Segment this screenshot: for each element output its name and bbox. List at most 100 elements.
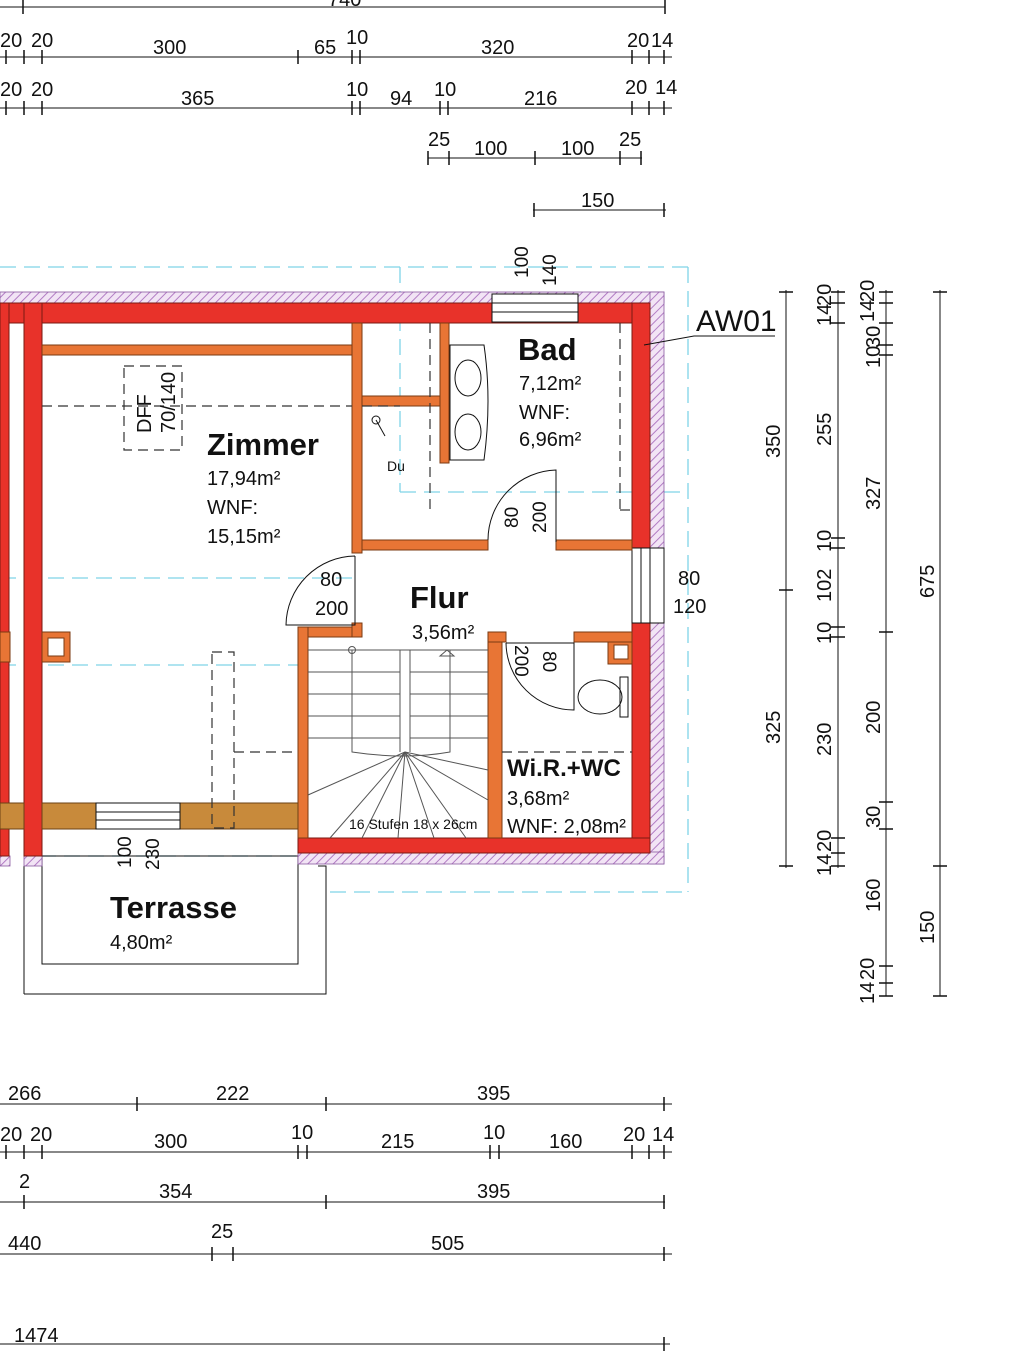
toilet-icon [577,679,623,715]
room-bad: Bad 7,12m² WNF: 6,96m² [518,332,582,451]
dim-label: 160 [863,879,885,912]
dim-label: 25 [619,129,641,151]
dff-size: 70/140 [158,372,180,433]
window-dim: 100 [512,246,533,278]
room-wnf-label: WNF: [519,402,570,424]
sink-icon [454,413,482,451]
dim-label: 20 [627,30,649,52]
dim-label: 150 [581,190,614,212]
room-area: 3,68m² [507,788,570,810]
dim-label: 395 [477,1083,510,1105]
dim-label: 20 [857,958,879,980]
dim-label: 20 [31,79,53,101]
dim-label: 14 [814,854,836,876]
door-dim: 200 [510,645,531,677]
wood-parapet [0,802,299,830]
doors [285,469,575,711]
dim-label: 10 [863,346,885,368]
room-wc: Wi.R.+WC 3,68m² WNF: 2,08m² [507,755,626,838]
room-title: Wi.R.+WC [507,755,621,782]
dim-label: 100 [474,138,507,160]
window-dim: 230 [143,838,164,870]
room-title: Flur [410,580,469,615]
window-bad [491,293,579,323]
wall-type-label: AW01 [696,305,777,338]
dim-label: 20 [814,830,836,852]
dim-label: 20 [30,1124,52,1146]
right-dimensions [779,290,947,997]
dim-label: 10 [434,79,456,101]
dim-label: 365 [181,88,214,110]
dim-label: 266 [8,1083,41,1105]
dim-top-total: 740 [328,0,361,11]
dim-label: 354 [159,1181,192,1203]
dim-label: 30 [863,326,885,348]
room-wnf: WNF: 2,08m² [507,816,626,838]
window-dim: 100 [115,836,136,868]
dim-label: 160 [549,1131,582,1153]
shower-icon [371,415,381,425]
bottom-dimensions [0,1097,672,1351]
wall-niche [47,637,65,657]
dim-label: 25 [428,129,450,151]
dim-label: 14 [655,77,677,99]
wc-fixtures [577,676,629,718]
dim-label: 675 [917,565,939,598]
roof-outline [0,266,689,893]
top-dimension-labels: 740 20 20 300 65 10 320 20 14 20 20 365 … [0,0,677,212]
dim-label: 10 [814,622,836,644]
dim-label: 14 [814,304,836,326]
door-dim: 200 [530,501,551,533]
dashed-elements [42,323,632,829]
dim-label: 25 [211,1221,233,1243]
dim-label: 230 [814,723,836,756]
window-flur [631,547,665,624]
wall-niche [613,644,629,660]
terrace-outline [23,855,327,995]
dim-label: 20 [0,30,22,52]
dim-label: 505 [431,1233,464,1255]
window-dim: 140 [540,254,561,286]
window-dim: 120 [673,596,706,618]
dim-label: 10 [291,1122,313,1144]
bad-fixtures [371,344,489,461]
room-area: 7,12m² [519,373,582,395]
handrail-icon [348,646,356,654]
dim-label: 150 [917,911,939,944]
room-flur: Flur 3,56m² [410,580,475,644]
dim-label: 300 [154,1131,187,1153]
dim-label: 20 [623,1124,645,1146]
terrace-window [95,802,181,830]
dim-label: 216 [524,88,557,110]
room-area: 3,56m² [412,622,475,644]
dim-label: 100 [561,138,594,160]
dim-label: 65 [314,37,336,59]
door-wc [505,642,575,711]
shower-label: Du [387,458,405,474]
top-dimensions [0,0,672,217]
stairs [307,646,489,839]
dim-label: 20 [857,280,879,302]
dim-label: 2 [19,1171,30,1193]
dim-label: 255 [814,413,836,446]
dim-label: 20 [625,77,647,99]
stairs-label: 16 Stufen 18 x 26cm [349,816,477,832]
dim-label: 20 [0,1124,22,1146]
outer-walls [0,302,651,857]
dim-label: 14 [857,300,879,322]
dim-label: 14 [652,1124,674,1146]
door-bad [487,469,557,542]
window-openings [491,293,665,624]
dim-label: 222 [216,1083,249,1105]
window-dim: 80 [678,568,700,590]
room-wnf: 15,15m² [207,526,281,548]
room-area: 4,80m² [110,932,173,954]
dim-label: 350 [763,425,785,458]
dim-label: 320 [481,37,514,59]
dim-label: 20 [814,284,836,306]
dim-label: 20 [0,79,22,101]
door-dim: 200 [315,598,348,620]
room-area: 17,94m² [207,468,281,490]
sink-icon [454,359,482,397]
